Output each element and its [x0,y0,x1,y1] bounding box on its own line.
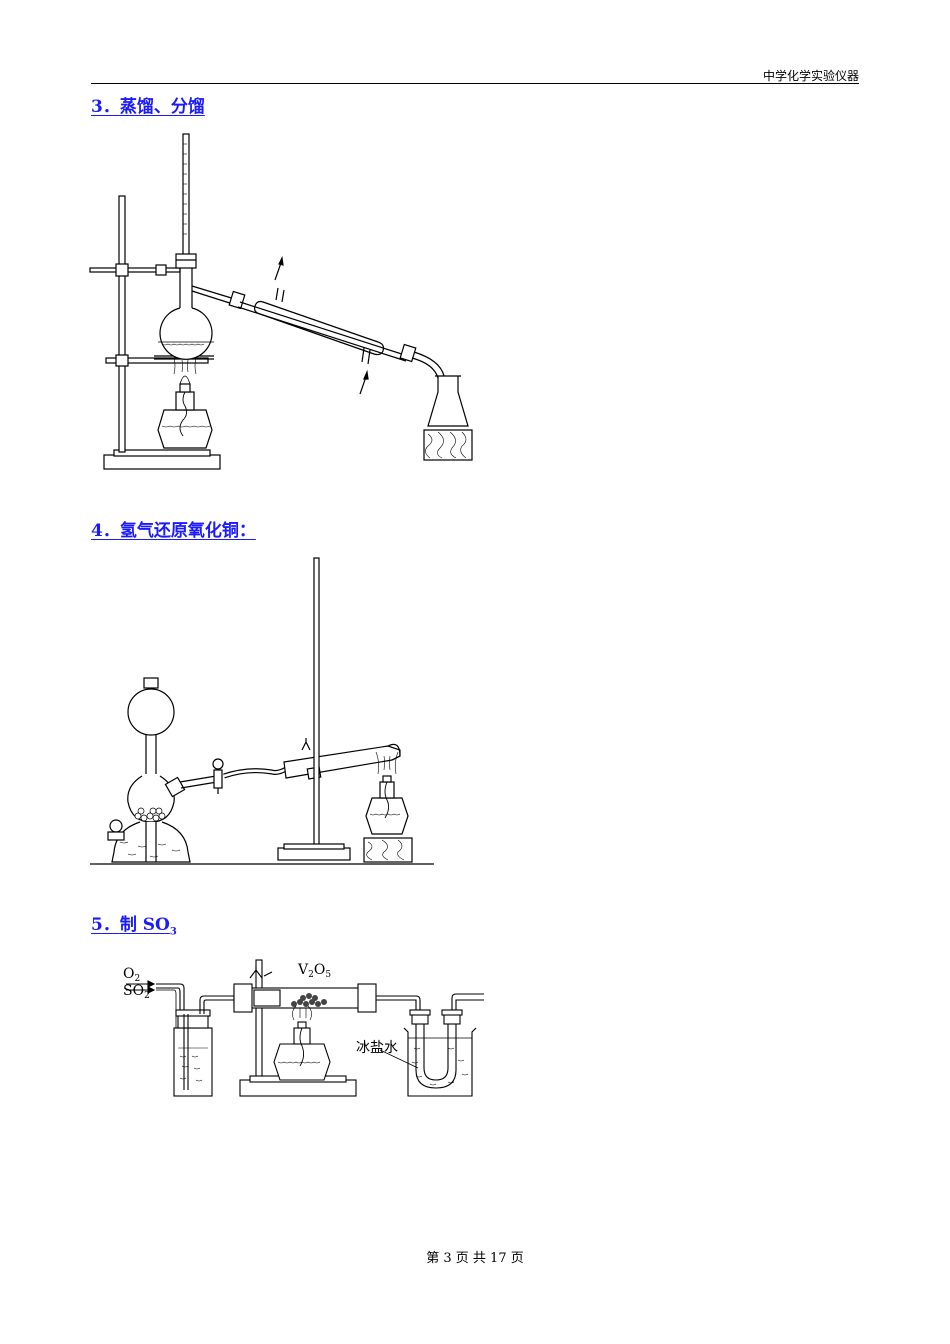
so3-preparation-apparatus-figure: O2 SO2 V2O5 冰盐水 [123,959,484,1097]
section-4-text: 氢气还原氧化铜： [119,521,256,541]
header-title: 中学化学实验仪器 [762,69,859,83]
section-5-number: 5． [91,915,120,935]
page-footer: 第 3 页 共 17 页 [426,1251,524,1266]
svg-text:V2O5: V2O5 [297,962,331,980]
label-so2: SO [123,983,144,999]
label-so2-subscript: 2 [144,991,150,1001]
hydrogen-reduction-apparatus-figure [90,557,434,865]
label-v2o5-v-subscript: 2 [308,970,314,980]
svg-text:SO2: SO2 [123,983,150,1001]
section-3-text: 蒸馏、分馏 [119,97,205,117]
section-5-text: 制 SO [119,915,170,935]
label-o2-subscript: 2 [134,974,140,984]
label-v2o5-o: O [314,962,325,978]
section-3-title[interactable]: 3．蒸馏、分馏 [91,92,205,117]
header-rule [91,83,859,84]
label-v2o5-o-subscript: 5 [325,970,331,980]
section-4-number: 4． [91,521,120,541]
section-5-subscript: 3 [169,926,177,938]
svg-text:O2: O2 [123,966,140,984]
section-3-number: 3． [91,97,120,117]
label-v2o5-v: V [297,962,309,978]
label-ice-salt-water: 冰盐水 [356,1040,398,1056]
distillation-apparatus-figure [89,133,473,470]
label-o2: O [123,966,134,982]
section-5-title[interactable]: 5．制 SO3 [91,910,177,937]
section-4-title[interactable]: 4．氢气还原氧化铜： [91,516,256,541]
